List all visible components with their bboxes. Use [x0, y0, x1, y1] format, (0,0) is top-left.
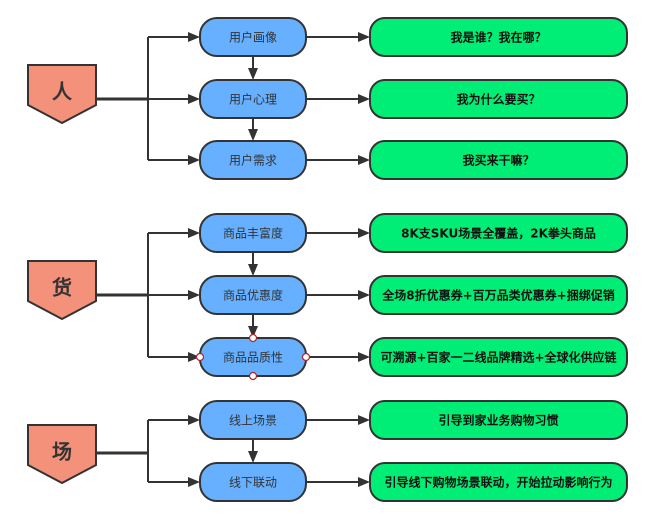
step-label: 用户心理	[229, 92, 277, 107]
arrow-right-icon	[188, 228, 200, 238]
arrow-right-icon	[188, 94, 200, 104]
arrow-right-icon	[188, 415, 200, 425]
result-box-2-0[interactable]	[369, 400, 628, 440]
result-box-0-2[interactable]	[369, 140, 628, 180]
result-label: 引导到家业务购物习惯	[438, 413, 558, 428]
arrow-down-icon	[248, 264, 258, 276]
arrow-down-icon	[248, 129, 258, 141]
step-label: 用户画像	[229, 30, 277, 45]
result-box-0-0[interactable]	[369, 17, 628, 57]
result-box-1-1[interactable]	[369, 275, 628, 315]
arrow-right-icon	[358, 352, 370, 362]
step-label: 商品品质性	[223, 350, 283, 365]
result-label: 可溯源+百家一二线品牌精选+全球化供应链	[380, 350, 617, 365]
step-label: 线下联动	[229, 476, 277, 490]
step-label: 线上场景	[229, 414, 277, 428]
arrow-right-icon	[188, 352, 200, 362]
category-2-shape[interactable]	[27, 424, 97, 485]
category-label: 场	[52, 440, 72, 464]
result-box-1-0[interactable]	[369, 213, 628, 253]
result-label: 我为什么要买？	[456, 92, 540, 107]
result-label: 我是谁？我在哪？	[450, 30, 546, 45]
result-label: 全场8折优惠券+百万品类优惠券+捆绑促销	[381, 288, 614, 303]
arrow-right-icon	[358, 94, 370, 104]
arrow-right-icon	[188, 32, 200, 42]
result-label: 引导线下购物场景联动，开始拉动影响行为	[384, 475, 612, 490]
result-box-2-1[interactable]	[369, 462, 628, 502]
result-box-0-1[interactable]	[369, 79, 628, 119]
arrow-right-icon	[358, 228, 370, 238]
arrow-down-icon	[248, 68, 258, 80]
arrow-right-icon	[358, 32, 370, 42]
result-label: 我买来干嘛？	[462, 153, 534, 168]
category-label: 货	[52, 276, 72, 300]
connection-handle[interactable]	[248, 371, 258, 381]
connection-handle[interactable]	[248, 333, 258, 343]
arrow-right-icon	[188, 290, 200, 300]
arrow-right-icon	[358, 290, 370, 300]
arrow-right-icon	[358, 415, 370, 425]
category-label: 人	[52, 80, 73, 104]
arrow-right-icon	[188, 477, 200, 487]
result-label: 8K支SKU场景全覆盖，2K拳头商品	[401, 226, 596, 241]
connection-handle[interactable]	[301, 352, 311, 362]
arrow-down-icon	[248, 326, 258, 338]
arrow-down-icon	[248, 451, 258, 463]
result-box-1-2[interactable]	[369, 337, 628, 377]
arrow-right-icon	[358, 477, 370, 487]
category-0-shape[interactable]	[27, 64, 97, 125]
arrow-right-icon	[188, 155, 200, 165]
step-label: 商品优惠度	[223, 288, 283, 303]
category-1-shape[interactable]	[27, 260, 97, 321]
arrow-right-icon	[358, 155, 370, 165]
step-label: 用户需求	[229, 153, 277, 168]
connection-handle[interactable]	[195, 352, 205, 362]
step-label: 商品丰富度	[223, 226, 283, 241]
